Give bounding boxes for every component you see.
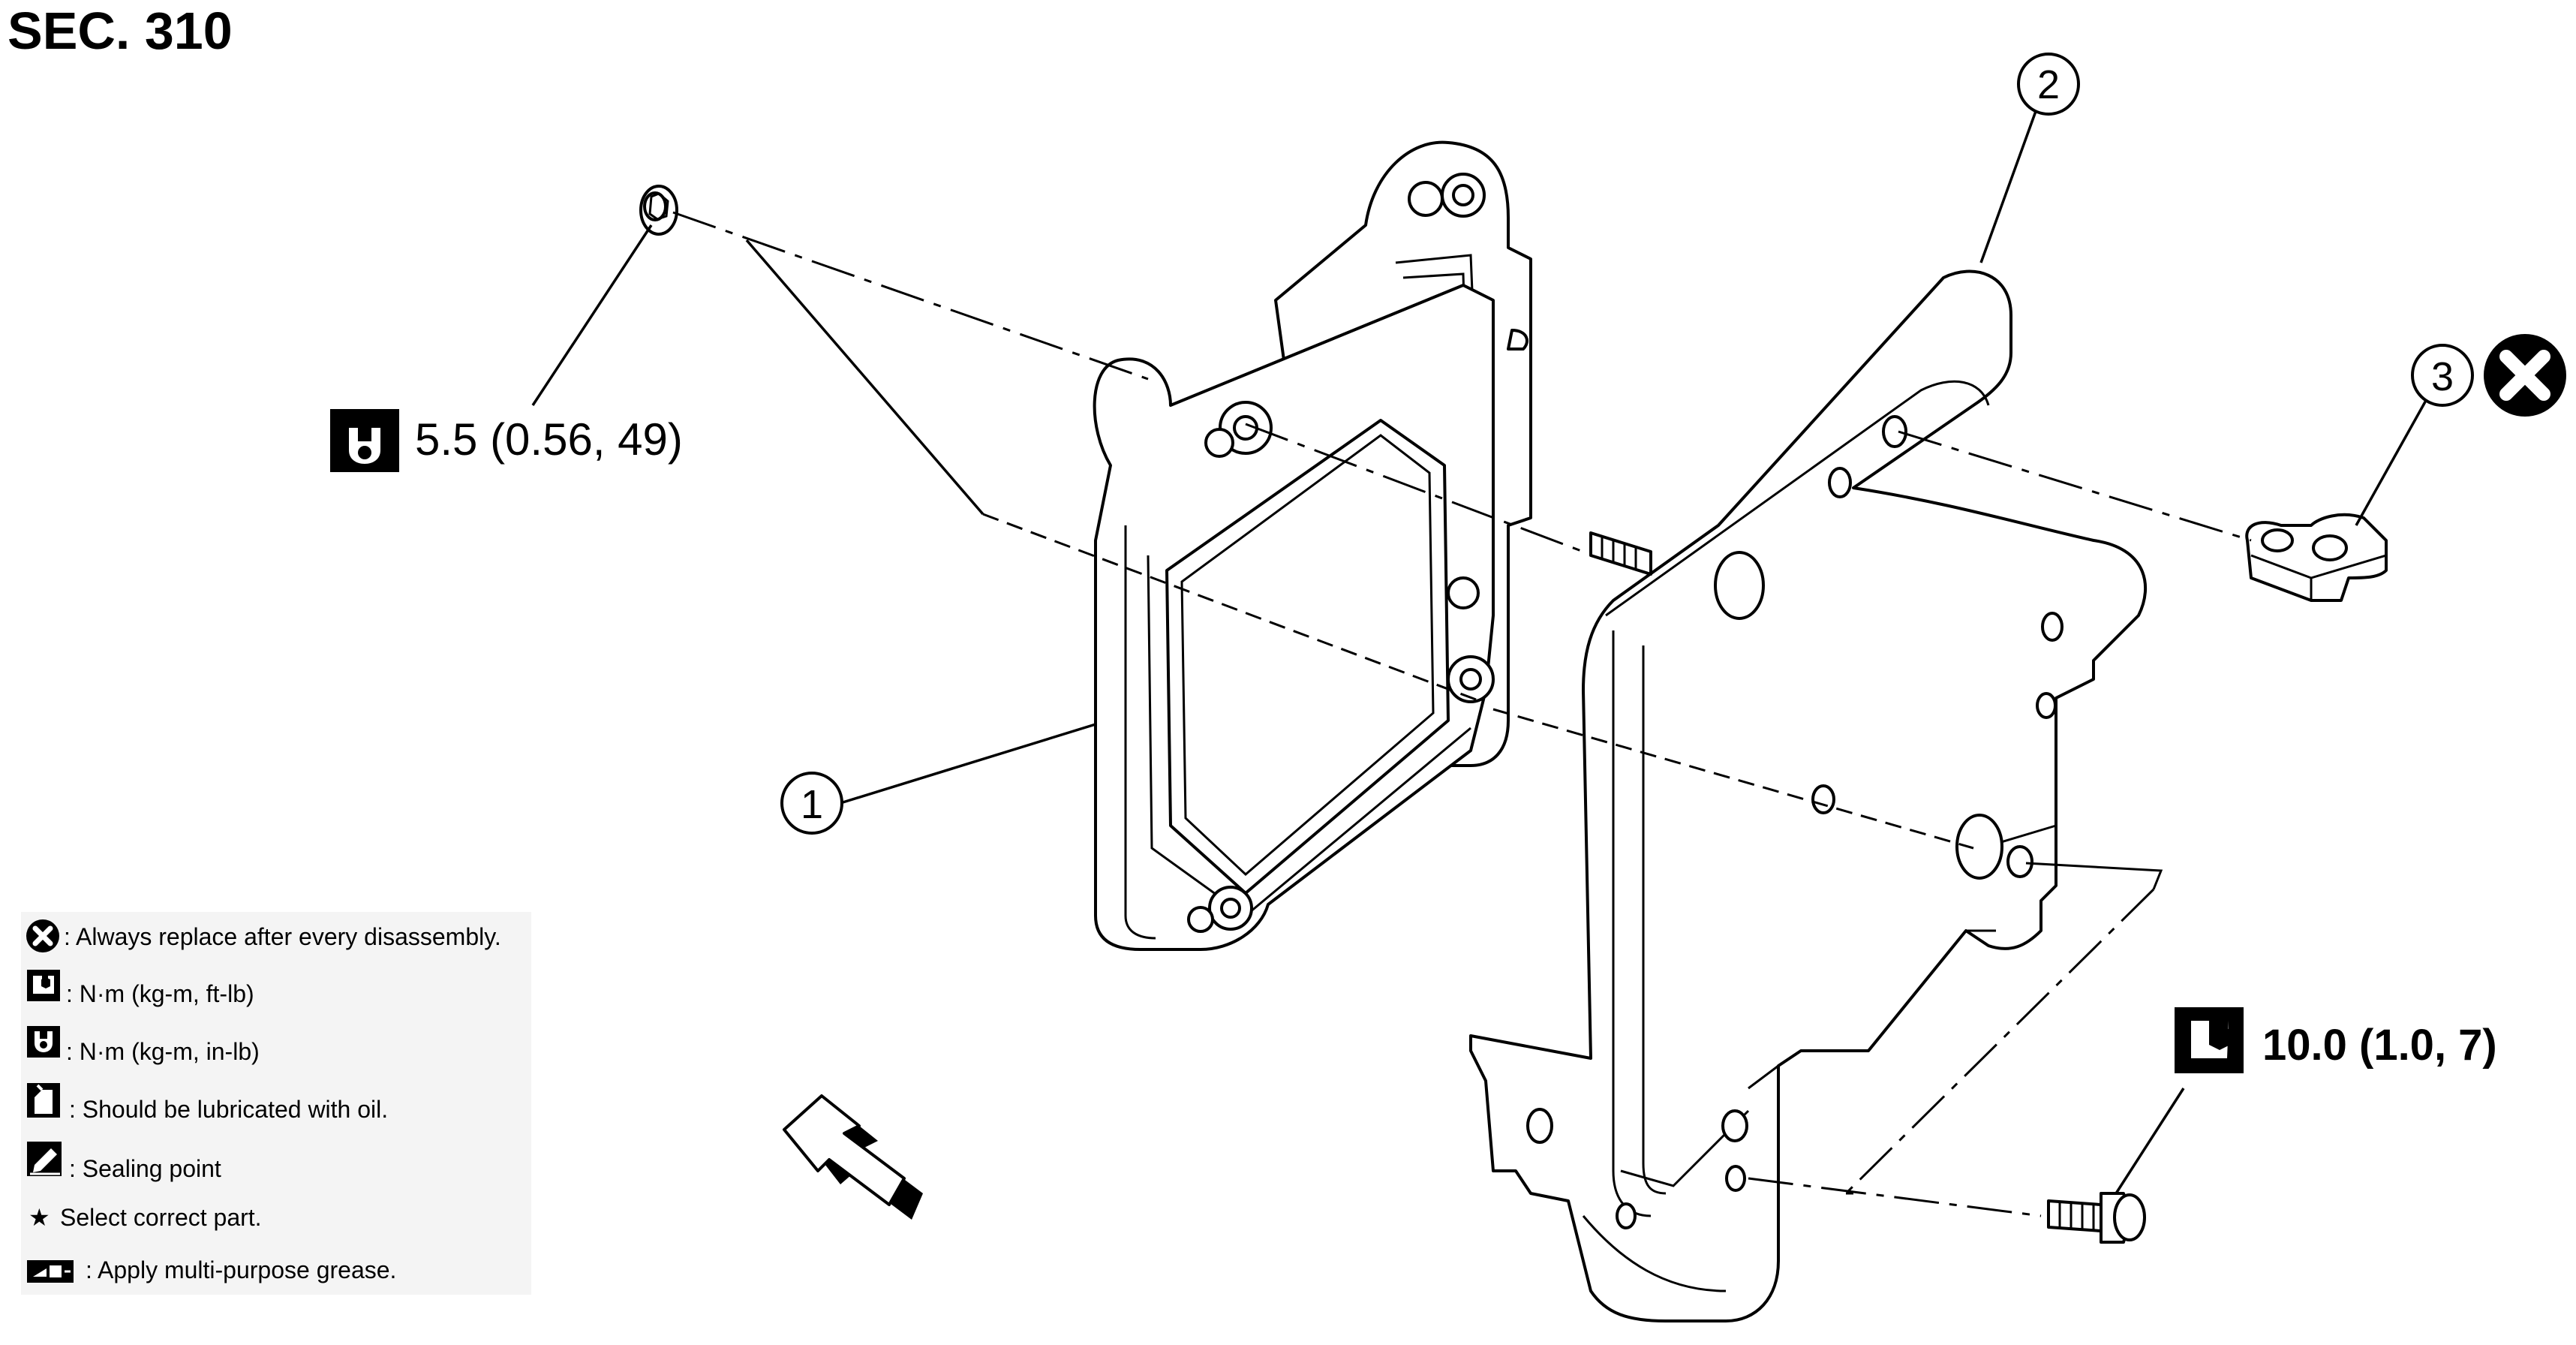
legend-text-grease: : Apply multi-purpose grease. bbox=[86, 1256, 396, 1283]
bracket-part bbox=[1469, 269, 2148, 1322]
legend: : Always replace after every disassembly… bbox=[21, 912, 531, 1295]
nut-part bbox=[639, 185, 678, 236]
legend-text-replace: : Always replace after every disassembly… bbox=[64, 923, 501, 950]
legend-text-oil: : Should be lubricated with oil. bbox=[69, 1096, 388, 1123]
legend-row-oil: : Should be lubricated with oil. bbox=[27, 1083, 388, 1123]
bolt-part bbox=[2047, 1192, 2146, 1244]
callout-1-label: 1 bbox=[801, 782, 823, 827]
assembly-lines bbox=[672, 211, 2252, 1217]
callout-3: 3 bbox=[2411, 344, 2474, 407]
legend-row-torque-inlb: : N·m (kg-m, in-lb) bbox=[27, 1026, 260, 1065]
torque-spec-nut: 5.5 (0.56, 49) bbox=[330, 409, 683, 472]
clip-part bbox=[2245, 513, 2388, 602]
legend-row-torque-ftlb: : N·m (kg-m, ft-lb) bbox=[27, 970, 254, 1007]
sealant-icon bbox=[27, 1142, 62, 1176]
torque-ftlb-icon bbox=[2175, 1007, 2244, 1073]
legend-row-grease: : Apply multi-purpose grease. bbox=[27, 1256, 396, 1283]
callout-3-label: 3 bbox=[2431, 354, 2454, 399]
section-title: SEC. 310 bbox=[8, 2, 233, 60]
torque-spec-bolt: 10.0 (1.0, 7) bbox=[2175, 1007, 2497, 1073]
star-icon: ★ bbox=[29, 1204, 50, 1231]
legend-text-torque-ftlb: : N·m (kg-m, ft-lb) bbox=[66, 980, 254, 1007]
front-arrow-icon bbox=[783, 1094, 923, 1220]
legend-row-replace: : Always replace after every disassembly… bbox=[26, 919, 501, 952]
control-unit-part bbox=[1093, 140, 1532, 951]
torque-inlb-icon bbox=[330, 409, 399, 472]
leader-lines bbox=[531, 104, 2429, 1194]
callout-1: 1 bbox=[780, 772, 843, 835]
callout-2-label: 2 bbox=[2037, 62, 2060, 107]
torque-ftlb-icon bbox=[27, 970, 60, 1001]
replace-icon bbox=[26, 919, 59, 952]
legend-text-torque-inlb: : N·m (kg-m, in-lb) bbox=[66, 1038, 260, 1065]
legend-row-sealant: : Sealing point bbox=[27, 1142, 221, 1182]
torque-value-nut: 5.5 (0.56, 49) bbox=[415, 414, 683, 465]
replace-icon bbox=[2484, 334, 2566, 417]
torque-inlb-icon bbox=[27, 1026, 60, 1058]
legend-row-star: ★ Select correct part. bbox=[29, 1204, 262, 1231]
callout-2: 2 bbox=[2017, 53, 2080, 116]
legend-text-sealant: : Sealing point bbox=[69, 1155, 221, 1182]
grease-icon bbox=[27, 1260, 74, 1283]
legend-text-star: Select correct part. bbox=[60, 1204, 262, 1231]
torque-value-bolt: 10.0 (1.0, 7) bbox=[2262, 1021, 2497, 1070]
oil-can-icon bbox=[27, 1083, 60, 1118]
